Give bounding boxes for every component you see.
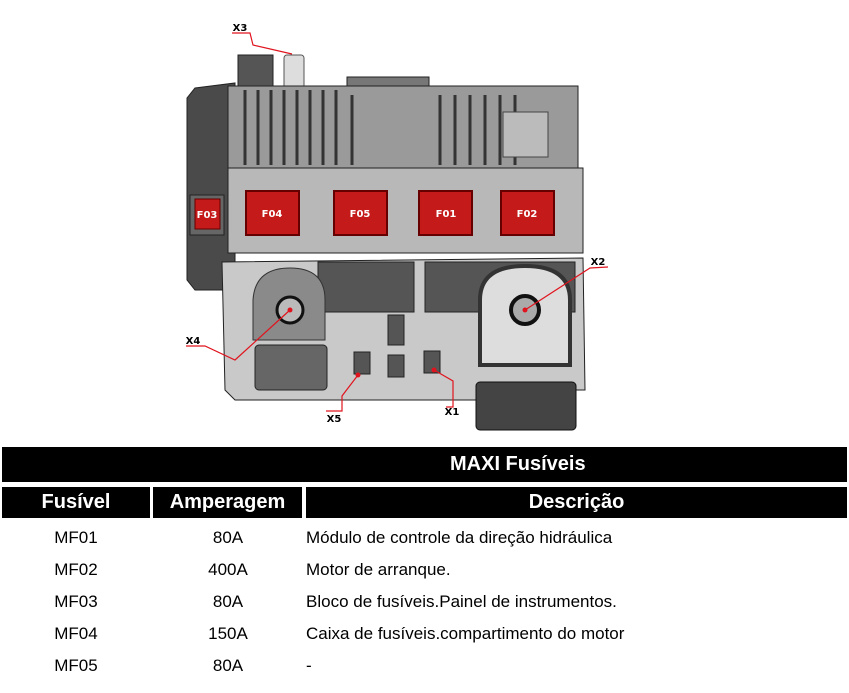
fuse-label: F05 <box>350 209 371 220</box>
fuse-f03: F03 <box>194 198 221 230</box>
fuse-box-diagram: F03 F04 F05 F01 F02 X3 X2 X4 X5 X1 <box>186 23 609 431</box>
fuse-cell: MF04 <box>54 624 98 643</box>
fuse-label: F01 <box>436 209 457 220</box>
fuse-label: F03 <box>197 210 218 221</box>
table-row: MF01 80A Módulo de controle da direção h… <box>0 522 849 554</box>
amp-cell: 80A <box>212 528 244 547</box>
callout-x3: X3 <box>233 23 248 34</box>
fuse-cell: MF05 <box>54 656 98 675</box>
fuse-cell: MF03 <box>54 592 98 611</box>
desc-cell: Motor de arranque. <box>306 560 451 579</box>
desc-cell: Módulo de controle da direção hidráulica <box>306 528 613 547</box>
amp-cell: 80A <box>212 656 244 675</box>
connector-x3-dark <box>237 54 274 91</box>
table-row: MF03 80A Bloco de fusíveis.Painel de ins… <box>0 586 849 618</box>
fuse-f04: F04 <box>245 190 300 236</box>
callout-x5: X5 <box>327 414 342 425</box>
callout-x1: X1 <box>445 407 460 418</box>
fuse-cell: MF02 <box>54 560 98 579</box>
amp-cell: 400A <box>208 560 248 579</box>
left-housing <box>186 82 236 291</box>
desc-cell: - <box>306 656 312 675</box>
amp-cell: 150A <box>208 624 248 643</box>
table-row: MF05 80A - <box>0 650 849 682</box>
connector-x3 <box>283 54 305 91</box>
table-title: MAXI Fusíveis <box>450 453 586 475</box>
header-amperagem: Amperagem <box>153 487 302 518</box>
desc-cell: Caixa de fusíveis.compartimento do motor <box>306 624 625 643</box>
fuse-label: F04 <box>262 209 283 220</box>
fuse-cell: MF01 <box>54 528 98 547</box>
fuse-f01: F01 <box>418 190 473 236</box>
callout-x4: X4 <box>186 336 201 347</box>
table-title-bar: MAXI Fusíveis <box>2 447 847 482</box>
fuse-label: F02 <box>517 209 538 220</box>
desc-cell: Bloco de fusíveis.Painel de instrumentos… <box>306 592 617 611</box>
table-row: MF04 150A Caixa de fusíveis.compartiment… <box>0 618 849 650</box>
fuse-f02: F02 <box>500 190 555 236</box>
amp-cell: 80A <box>212 592 244 611</box>
table-row: MF02 400A Motor de arranque. <box>0 554 849 586</box>
header-fusivel: Fusível <box>2 487 150 518</box>
fuse-f05: F05 <box>333 190 388 236</box>
header-descricao: Descrição <box>306 487 847 518</box>
callout-x2: X2 <box>591 257 606 268</box>
